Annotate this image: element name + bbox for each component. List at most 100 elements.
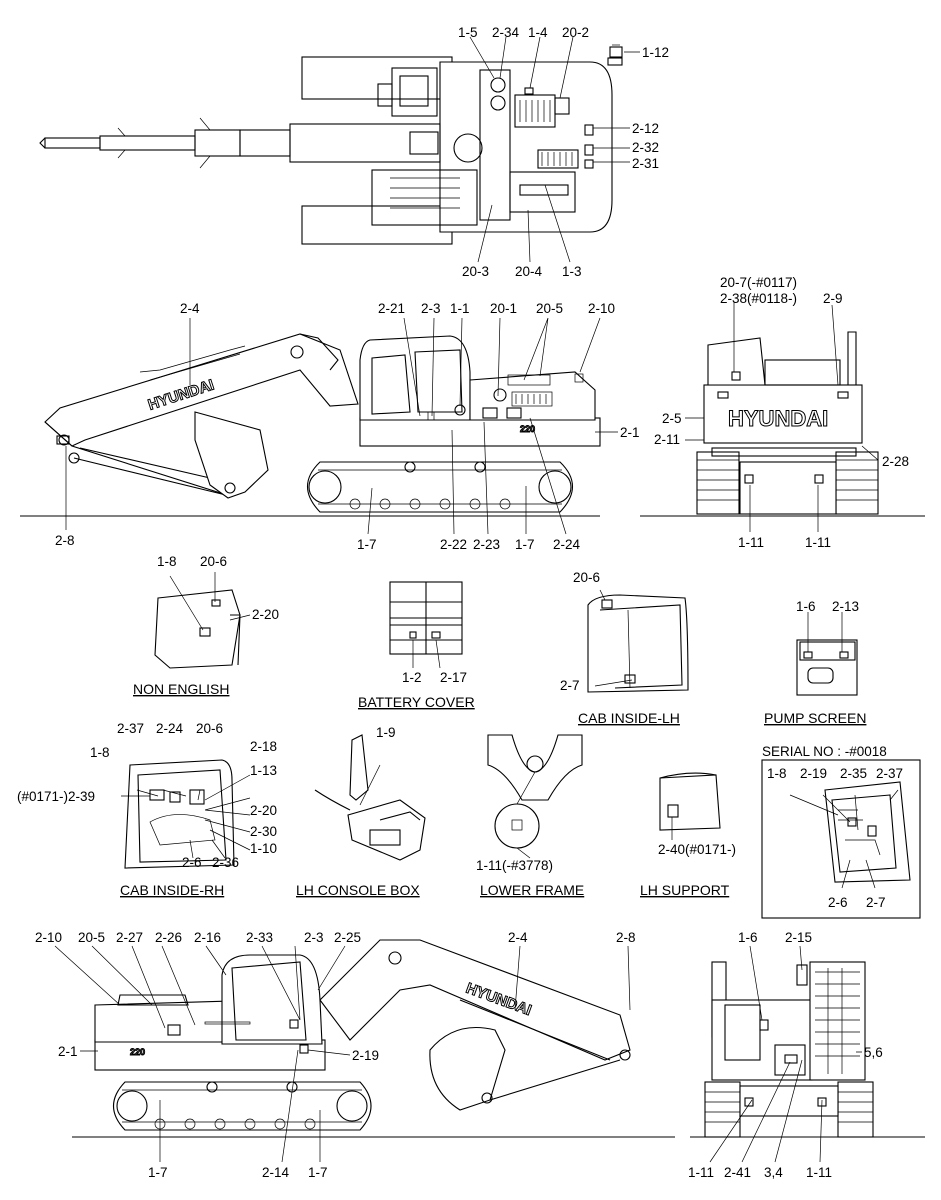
- caption-lh-support: LH SUPPORT: [640, 882, 730, 898]
- label: 2-20: [252, 607, 279, 622]
- label: 2-3: [421, 301, 441, 316]
- label: 2-24: [553, 537, 581, 552]
- label: 2-10: [35, 930, 62, 945]
- label: 2-6: [828, 895, 848, 910]
- caption-non-english: NON ENGLISH: [133, 681, 229, 697]
- pump-screen-view: [796, 612, 858, 696]
- label: 2-26: [155, 930, 182, 945]
- top-view: [39, 36, 640, 263]
- label: 1-9: [376, 725, 396, 740]
- label: 2-31: [632, 156, 659, 171]
- label: 1-8: [767, 766, 787, 781]
- label: 2-33: [246, 930, 273, 945]
- label: 2-7: [866, 895, 886, 910]
- label: 1-6: [796, 599, 816, 614]
- label: 1-12: [642, 45, 669, 60]
- label: 2-30: [250, 824, 277, 839]
- label: 2-13: [832, 599, 859, 614]
- label: 20-6: [196, 721, 223, 736]
- lh-console-view: [314, 734, 426, 861]
- label: 2-8: [55, 533, 75, 548]
- label: 20-2: [562, 25, 589, 40]
- label: 2-19: [352, 1048, 379, 1063]
- label: 2-24: [156, 721, 184, 736]
- label: 2-36: [212, 855, 239, 870]
- label: 3,4: [764, 1165, 783, 1180]
- side-view-left: HYUNDAI 220: [20, 317, 618, 535]
- label: 1-3: [562, 264, 582, 279]
- label: 2-20: [250, 803, 277, 818]
- label: 2-6: [182, 855, 202, 870]
- label: 2-16: [194, 930, 221, 945]
- label: 2-17: [440, 670, 467, 685]
- label: 2-12: [632, 121, 659, 136]
- rear-brand: HYUNDAI: [728, 406, 828, 431]
- caption-pump-screen: PUMP SCREEN: [764, 710, 866, 726]
- label: 20-4: [515, 264, 543, 279]
- label: 2-37: [876, 766, 903, 781]
- label: 2-4: [508, 930, 528, 945]
- model-badge-left: 220: [520, 424, 535, 434]
- label: 2-5: [662, 411, 682, 426]
- label: 1-11: [738, 535, 764, 550]
- battery-cover-view: [389, 581, 463, 669]
- label: 20-5: [78, 930, 105, 945]
- label: 2-40(#0171-): [658, 842, 736, 857]
- label: 2-38(#0118-): [720, 291, 797, 306]
- label: 2-8: [616, 930, 636, 945]
- label: 1-5: [458, 25, 478, 40]
- label: 1-13: [250, 763, 277, 778]
- model-badge-right: 220: [130, 1047, 145, 1057]
- label: 2-4: [180, 301, 200, 316]
- label: 20-5: [536, 301, 563, 316]
- front-view: [690, 945, 925, 1163]
- label: (#0171-)2-39: [17, 789, 95, 804]
- label: 2-7: [560, 678, 580, 693]
- label: 2-22: [440, 537, 467, 552]
- label: 1-6: [738, 930, 758, 945]
- label: 1-7: [357, 537, 377, 552]
- label: 2-18: [250, 739, 277, 754]
- label: 1-11: [688, 1165, 714, 1180]
- label: 5,6: [864, 1045, 883, 1060]
- serial-view: [761, 759, 921, 919]
- labels: 1-5 2-34 1-4 20-2 1-12 2-12 2-32 2-31 20…: [17, 25, 909, 1180]
- non-english-view: [154, 572, 251, 669]
- caption-battery-cover: BATTERY COVER: [358, 694, 475, 710]
- caption-lh-console-box: LH CONSOLE BOX: [296, 882, 420, 898]
- lh-support-view: [659, 772, 721, 840]
- label: 2-10: [588, 301, 615, 316]
- cab-inside-lh-view: [587, 589, 689, 693]
- label: 1-11: [805, 535, 831, 550]
- label: 1-7: [308, 1165, 328, 1180]
- label: 1-7: [515, 537, 535, 552]
- caption-lower-frame: LOWER FRAME: [480, 882, 584, 898]
- serial-caption: SERIAL NO : -#0018: [762, 744, 887, 759]
- label: 2-11: [654, 432, 680, 447]
- label: 2-21: [378, 301, 405, 316]
- label: 20-3: [462, 264, 489, 279]
- label: 2-23: [473, 537, 500, 552]
- label: 1-4: [528, 25, 548, 40]
- label: 2-14: [262, 1165, 290, 1180]
- label: 20-7(-#0117): [720, 275, 797, 290]
- label: 2-32: [632, 140, 659, 155]
- label: 2-27: [116, 930, 143, 945]
- label: 1-8: [157, 554, 177, 569]
- label: 20-1: [490, 301, 517, 316]
- label: 2-1: [620, 425, 640, 440]
- label: 2-1: [58, 1044, 78, 1059]
- label: 2-35: [840, 766, 867, 781]
- label: 2-25: [334, 930, 361, 945]
- lower-frame-view: [487, 734, 583, 859]
- label: 1-8: [90, 745, 110, 760]
- caption-cab-inside-lh: CAB INSIDE-LH: [578, 710, 680, 726]
- label: 2-9: [823, 291, 843, 306]
- label: 1-2: [402, 670, 422, 685]
- caption-cab-inside-rh: CAB INSIDE-RH: [120, 882, 224, 898]
- label: 2-19: [800, 766, 827, 781]
- label: 2-15: [785, 930, 812, 945]
- label: 1-11(-#3778): [476, 858, 553, 873]
- label: 20-6: [573, 570, 600, 585]
- label: 2-41: [724, 1165, 751, 1180]
